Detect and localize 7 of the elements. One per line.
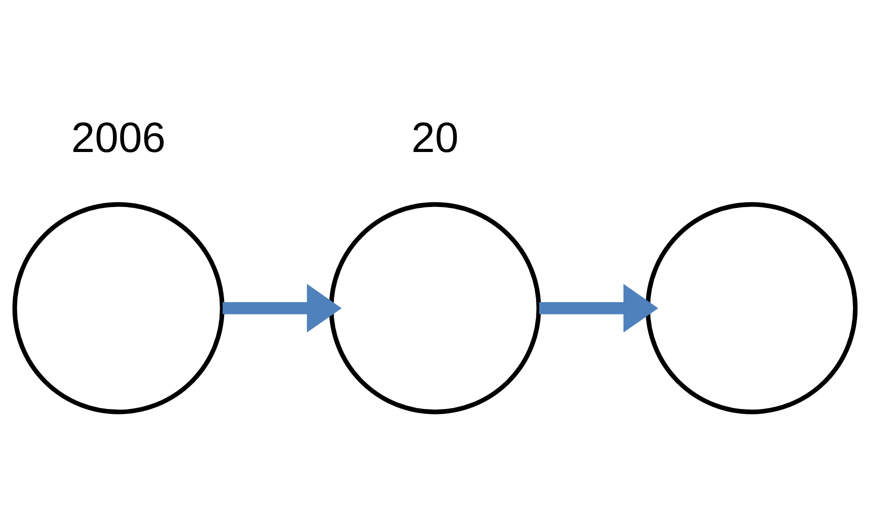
node-circle (646, 202, 858, 414)
arrow (539, 283, 658, 332)
node-circle (328, 202, 542, 414)
label: 2006 (71, 114, 166, 161)
arrow (222, 283, 342, 332)
node-circle (12, 202, 224, 414)
label: 20 (411, 114, 459, 161)
